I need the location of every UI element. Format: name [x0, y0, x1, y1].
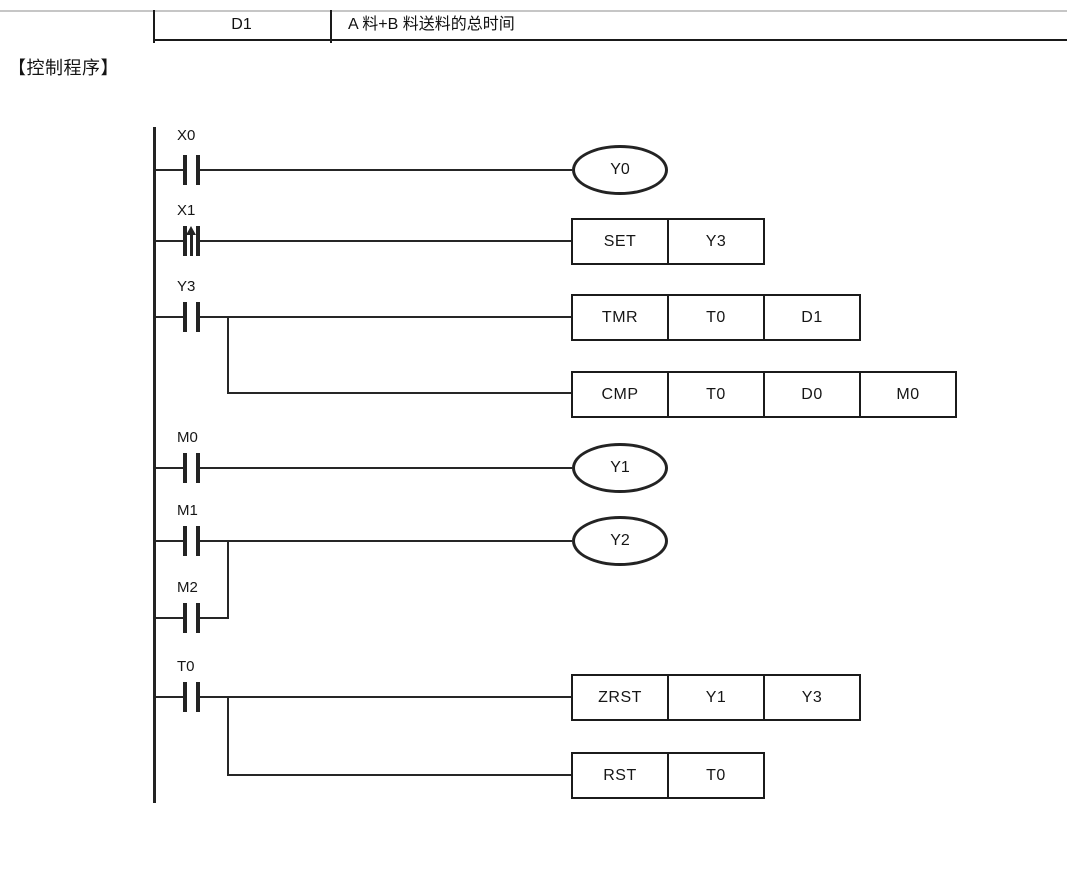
box-cell-operand: T0 — [667, 754, 763, 797]
box-cell-operand: D1 — [763, 296, 859, 339]
box-cell-operand: Y1 — [667, 676, 763, 719]
instruction-box-rst: RST T0 — [571, 752, 765, 799]
rung-line — [156, 169, 183, 171]
contact-label-t0: T0 — [177, 658, 195, 675]
box-cell-operand: T0 — [667, 373, 763, 416]
contact-label-x0: X0 — [177, 127, 196, 144]
contact-label-y3: Y3 — [177, 278, 196, 295]
no-contact-symbol — [183, 302, 187, 332]
table-border-bottom — [153, 39, 1067, 41]
no-contact-symbol — [196, 453, 200, 483]
section-heading: 【控制程序】 — [8, 58, 119, 78]
box-cell-opcode: RST — [603, 767, 637, 784]
instruction-box-tmr: TMR T0 D1 — [571, 294, 861, 341]
instruction-box-set: SET Y3 — [571, 218, 765, 265]
no-contact-symbol — [196, 682, 200, 712]
branch-line — [227, 316, 229, 394]
no-contact-symbol — [196, 155, 200, 185]
instruction-box-zrst: ZRST Y1 Y3 — [571, 674, 861, 721]
page-top-divider — [0, 10, 1067, 12]
rung-line — [200, 169, 572, 171]
table-cell-register: D1 — [231, 16, 252, 33]
no-contact-symbol — [183, 682, 187, 712]
rung-line — [200, 540, 572, 542]
contact-label-m2: M2 — [177, 579, 198, 596]
table-cell-description: A 料+B 料送料的总时间 — [348, 16, 515, 33]
branch-line — [227, 392, 571, 394]
rung-line — [200, 240, 571, 242]
instruction-box-cmp: CMP T0 D0 M0 — [571, 371, 957, 418]
parallel-branch-line — [227, 540, 229, 619]
rung-line — [156, 696, 183, 698]
rung-line — [156, 240, 183, 242]
box-cell-operand: Y3 — [763, 676, 859, 719]
contact-label-x1: X1 — [177, 202, 196, 219]
no-contact-symbol — [196, 603, 200, 633]
rung-line — [200, 467, 572, 469]
arrow-up-icon — [186, 226, 196, 235]
contact-label-m0: M0 — [177, 429, 198, 446]
rung-line — [200, 316, 571, 318]
box-cell-operand: M0 — [859, 373, 955, 416]
contact-label-m1: M1 — [177, 502, 198, 519]
box-cell-opcode: CMP — [601, 386, 639, 403]
rung-line — [156, 467, 183, 469]
table-border-vertical-left — [153, 10, 155, 43]
branch-line — [227, 774, 571, 776]
rising-edge-contact-symbol — [183, 226, 187, 256]
branch-line — [227, 696, 229, 776]
box-cell-opcode: SET — [603, 233, 637, 250]
no-contact-symbol — [183, 603, 187, 633]
rung-line — [200, 617, 229, 619]
no-contact-symbol — [183, 526, 187, 556]
power-rail — [153, 127, 156, 803]
table-border-vertical-mid — [330, 10, 332, 43]
box-cell-opcode: TMR — [601, 309, 639, 326]
rung-line — [156, 540, 183, 542]
box-cell-operand: Y3 — [667, 220, 763, 263]
no-contact-symbol — [196, 302, 200, 332]
coil-y0: Y0 — [572, 145, 668, 195]
no-contact-symbol — [183, 453, 187, 483]
box-cell-operand: T0 — [667, 296, 763, 339]
coil-y2: Y2 — [572, 516, 668, 566]
no-contact-symbol — [183, 155, 187, 185]
box-cell-opcode: ZRST — [598, 689, 642, 706]
arrow-up-icon — [190, 234, 193, 256]
rung-line — [200, 696, 571, 698]
rung-line — [156, 617, 183, 619]
box-cell-operand: D0 — [763, 373, 859, 416]
no-contact-symbol — [196, 526, 200, 556]
rising-edge-contact-symbol — [196, 226, 200, 256]
coil-y1: Y1 — [572, 443, 668, 493]
rung-line — [156, 316, 183, 318]
